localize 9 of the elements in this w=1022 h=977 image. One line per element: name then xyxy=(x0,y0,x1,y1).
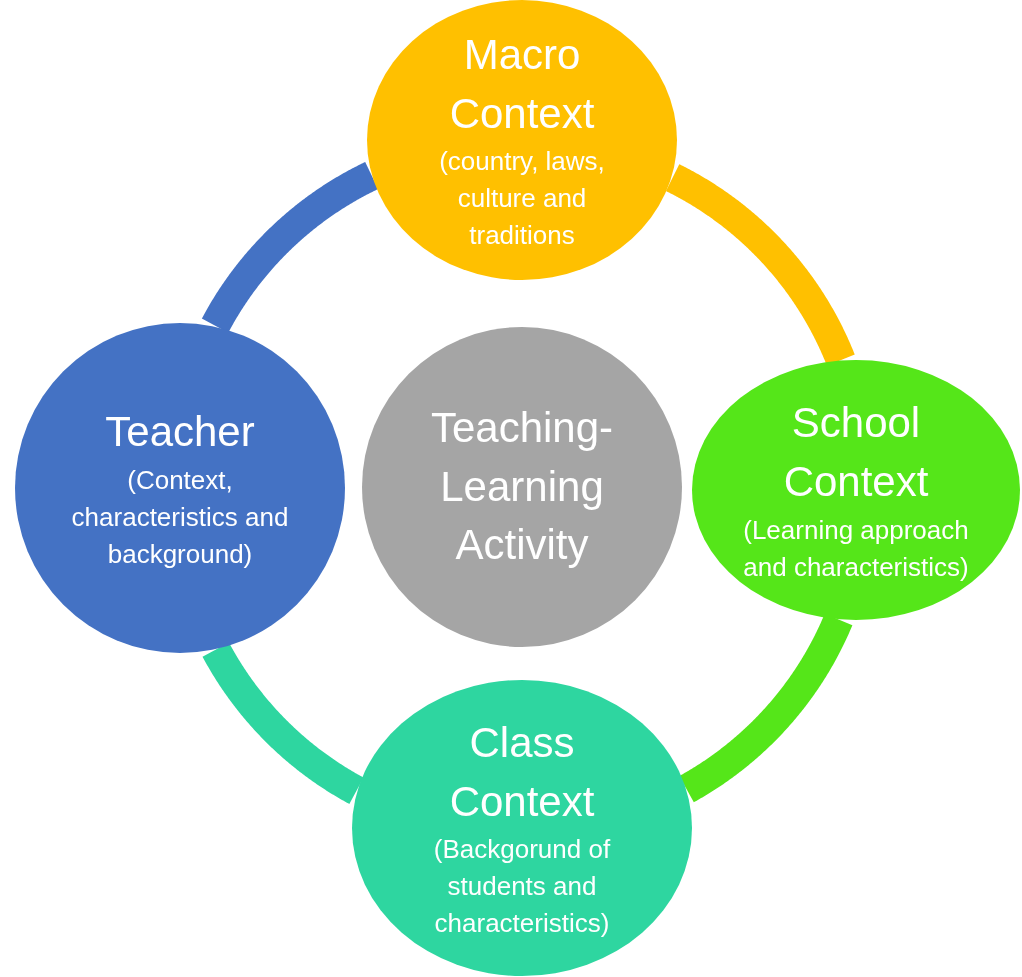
node-title: Teacher xyxy=(104,407,256,458)
node-description: (Learning approach and characteristics) xyxy=(742,513,970,584)
node-title: Class Context xyxy=(448,717,596,827)
node-title: School Context xyxy=(782,398,930,508)
node-title: Macro Context xyxy=(448,29,596,139)
node-description: (Backgorund of students and characteristics) xyxy=(432,833,612,941)
node-description: (Context, characteristics and background) xyxy=(70,464,290,571)
node-description: (country, laws, culture and traditions xyxy=(438,145,606,253)
node-title: Teaching-Learning Activity xyxy=(429,402,615,571)
